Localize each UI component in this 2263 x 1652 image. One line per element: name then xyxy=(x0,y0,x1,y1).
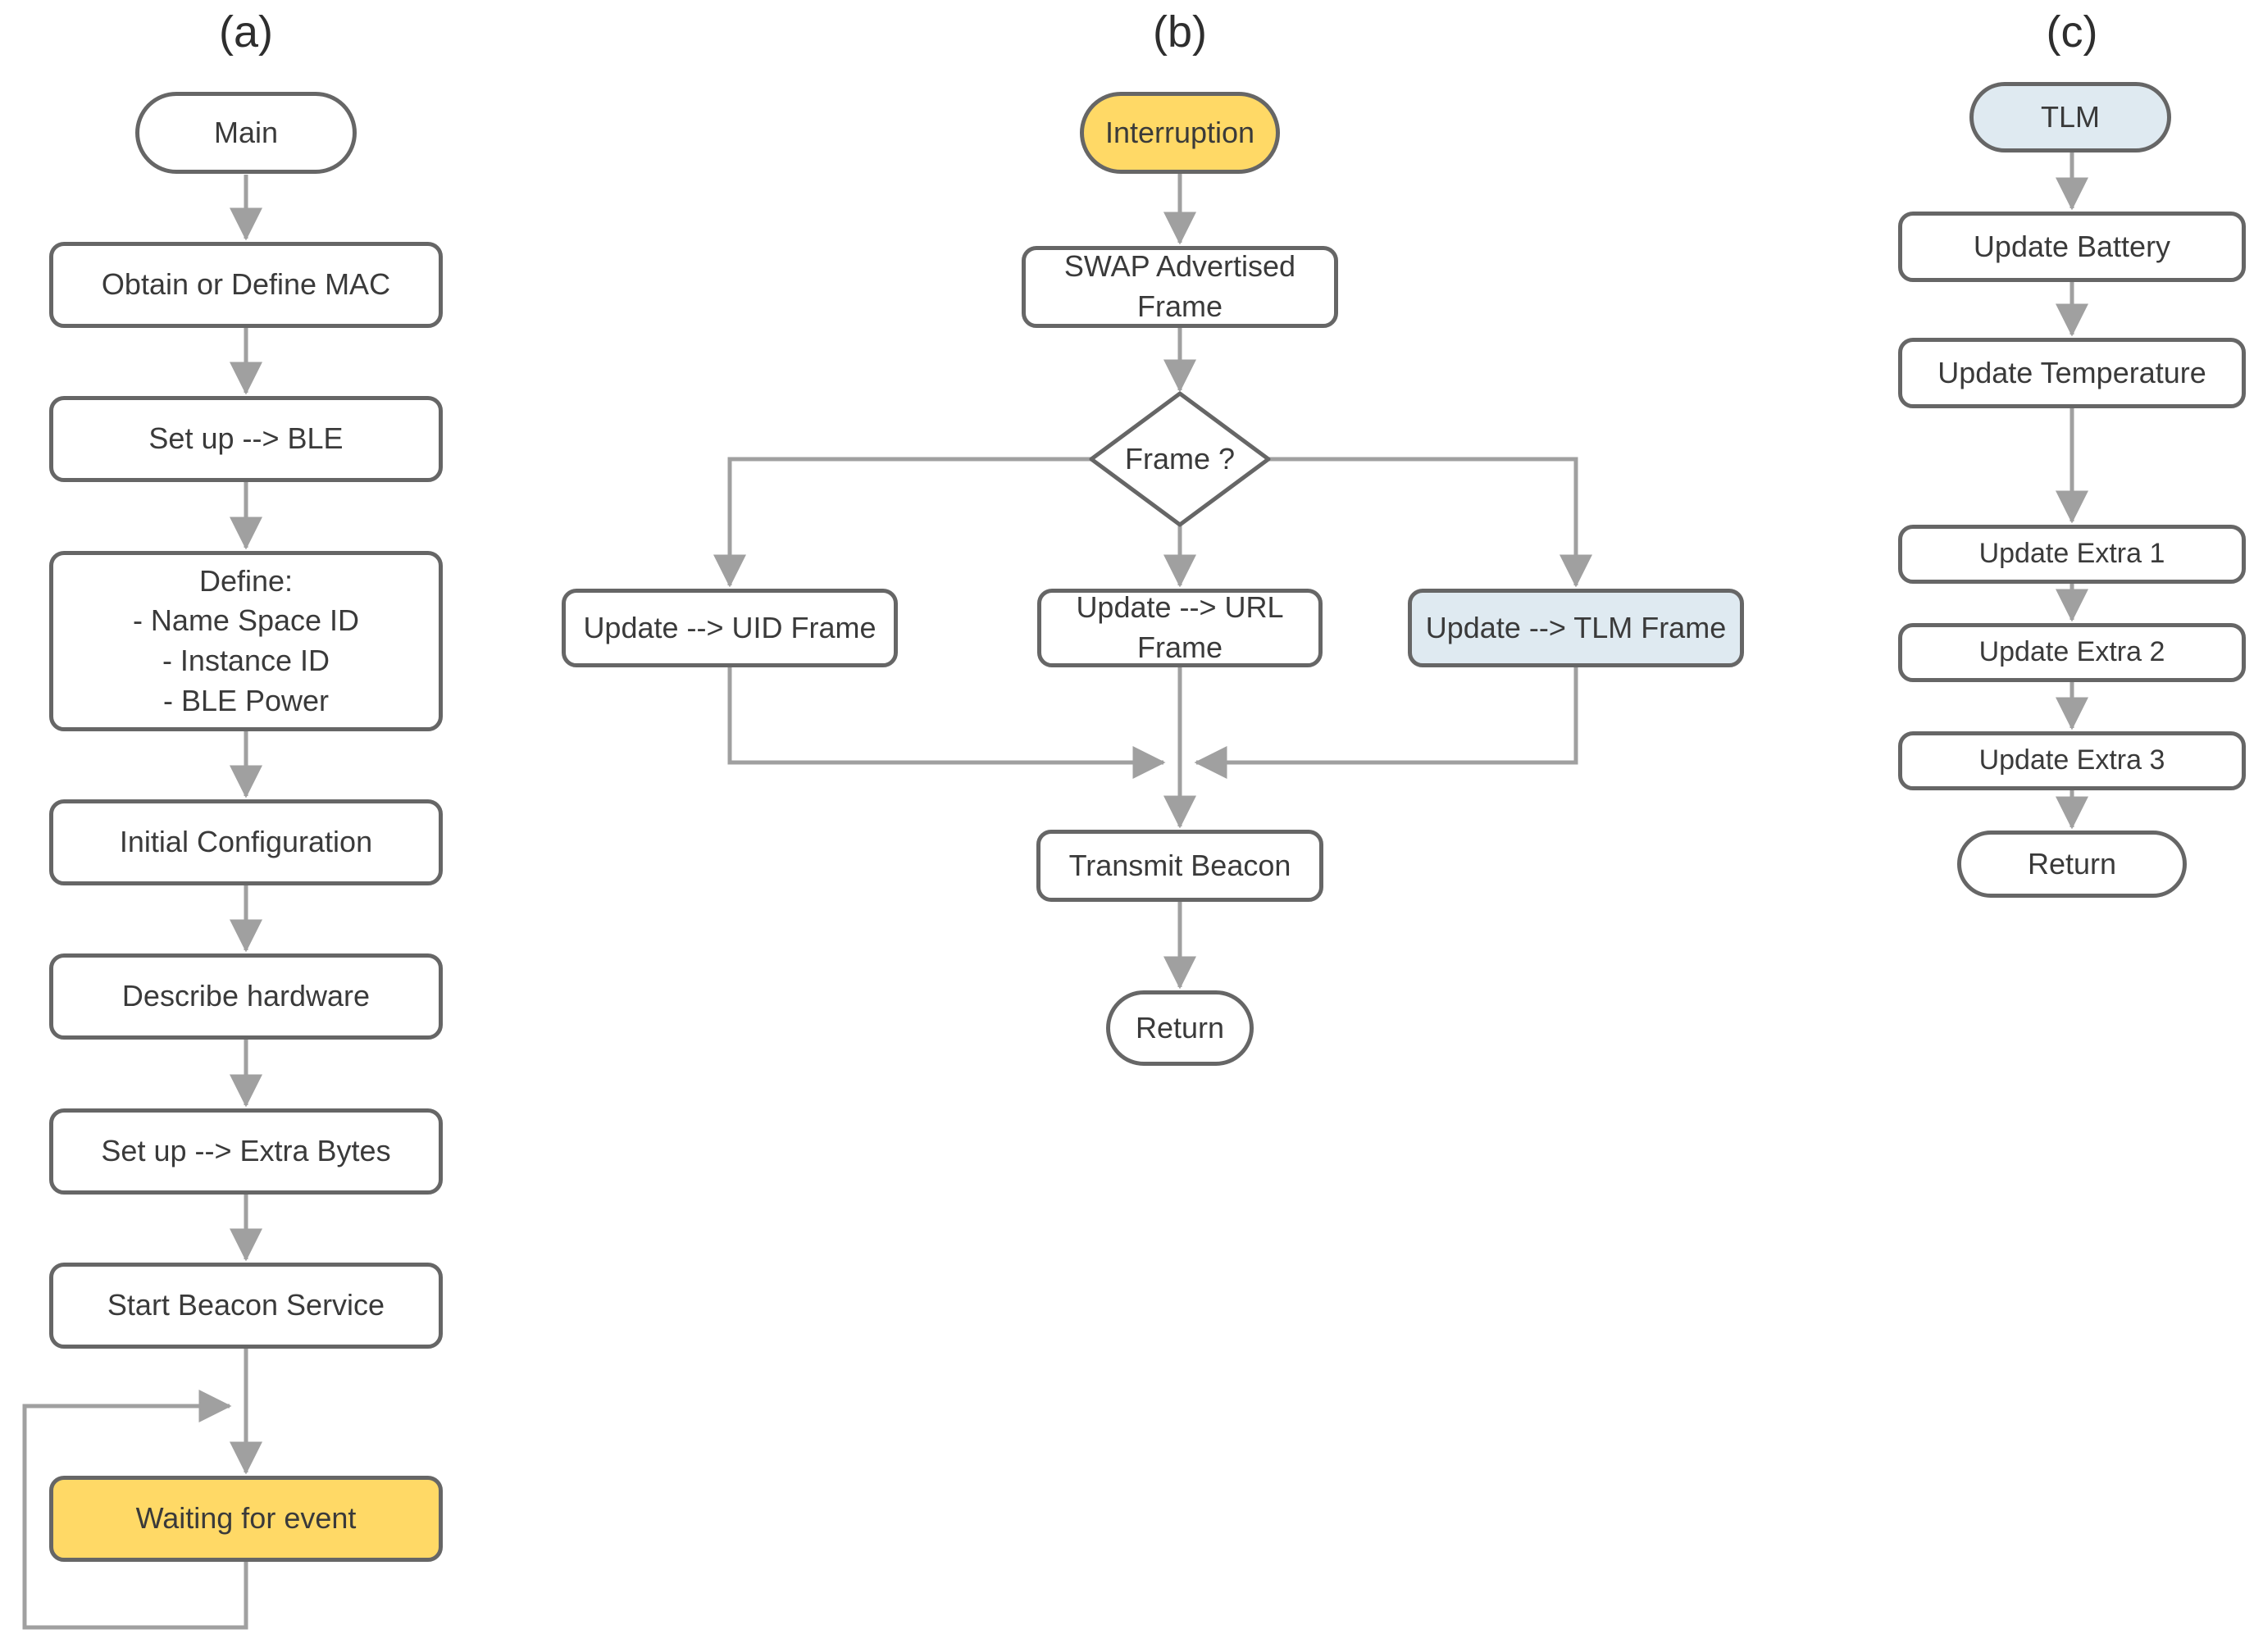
node-update-url-frame: Update --> URL Frame xyxy=(1037,589,1323,667)
node-transmit-beacon: Transmit Beacon xyxy=(1036,830,1323,902)
node-update-extra-3: Update Extra 3 xyxy=(1898,731,2246,790)
node-define-parameters: Define: - Name Space ID - Instance ID - … xyxy=(49,551,443,731)
node-obtain-define-mac: Obtain or Define MAC xyxy=(49,242,443,328)
node-return-c: Return xyxy=(1957,831,2187,898)
decision-diamond xyxy=(1089,391,1271,527)
node-frame-decision: Frame ? xyxy=(1124,442,1236,476)
arrow-uid-to-merge xyxy=(727,667,1166,779)
node-update-uid-frame: Update --> UID Frame xyxy=(562,589,898,667)
flow-a-title: (a) xyxy=(219,7,273,57)
node-start-beacon-service: Start Beacon Service xyxy=(49,1263,443,1349)
arrow-tlm-to-merge xyxy=(1194,667,1578,779)
node-swap-advertised-frame: SWAP Advertised Frame xyxy=(1022,246,1338,328)
node-waiting-for-event: Waiting for event xyxy=(49,1476,443,1562)
node-update-battery: Update Battery xyxy=(1898,212,2246,282)
node-interruption: Interruption xyxy=(1080,92,1280,174)
arrow-decision-to-uid xyxy=(713,457,1091,588)
node-setup-extra-bytes: Set up --> Extra Bytes xyxy=(49,1108,443,1195)
node-setup-ble: Set up --> BLE xyxy=(49,396,443,482)
flow-b-title: (b) xyxy=(1153,7,1207,57)
arrow-waiting-loop-back xyxy=(22,1390,248,1630)
node-describe-hardware: Describe hardware xyxy=(49,953,443,1040)
node-main: Main xyxy=(135,92,357,174)
node-update-extra-1: Update Extra 1 xyxy=(1898,525,2246,584)
node-tlm: TLM xyxy=(1969,82,2171,152)
node-update-tlm-frame: Update --> TLM Frame xyxy=(1408,589,1744,667)
node-initial-configuration: Initial Configuration xyxy=(49,799,443,885)
arrow-decision-to-tlm xyxy=(1268,457,1592,588)
node-return-b: Return xyxy=(1106,990,1254,1066)
node-update-temperature: Update Temperature xyxy=(1898,338,2246,408)
flow-c-title: (c) xyxy=(2046,7,2098,57)
node-update-extra-2: Update Extra 2 xyxy=(1898,623,2246,682)
